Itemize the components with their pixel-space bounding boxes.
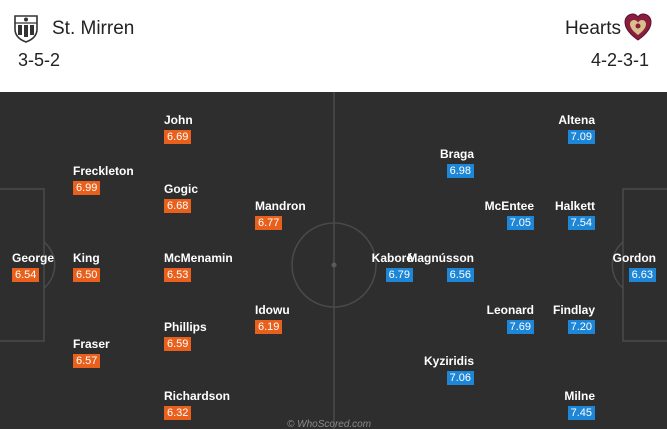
player-rating: 6.56 xyxy=(446,268,474,282)
player-rating: 6.32 xyxy=(164,406,192,420)
player-name: McEntee xyxy=(484,199,534,213)
player-rating: 6.68 xyxy=(164,199,192,213)
home-team-name[interactable]: St. Mirren xyxy=(52,18,135,39)
player-name: Phillips xyxy=(164,320,207,334)
player-milne[interactable]: Milne 7.45 xyxy=(505,389,595,421)
player-rating: 7.09 xyxy=(567,130,595,144)
player-findlay[interactable]: Findlay 7.20 xyxy=(505,303,595,335)
home-formation: 3-5-2 xyxy=(18,50,61,70)
pitch-markings xyxy=(0,92,667,429)
pitch: George 6.54 Freckleton 6.99 King 6.50 Fr… xyxy=(0,92,667,429)
player-rating: 7.05 xyxy=(506,216,534,230)
player-kyziridis[interactable]: Kyziridis 7.06 xyxy=(384,354,474,386)
player-name: Kaboré xyxy=(371,251,413,265)
player-name: Magnússon xyxy=(407,251,474,265)
player-name: Halkett xyxy=(554,199,595,213)
player-name: George xyxy=(12,251,55,265)
player-mcentee[interactable]: McEntee 7.05 xyxy=(444,199,534,231)
player-gogic[interactable]: Gogic 6.68 xyxy=(164,182,254,214)
player-mandron[interactable]: Mandron 6.77 xyxy=(255,199,345,231)
player-king[interactable]: King 6.50 xyxy=(73,251,163,283)
player-name: King xyxy=(73,251,100,265)
player-rating: 6.59 xyxy=(164,337,192,351)
player-name: Idowu xyxy=(255,303,290,317)
player-rating: 7.54 xyxy=(567,216,595,230)
player-john[interactable]: John 6.69 xyxy=(164,113,254,145)
player-name: Altena xyxy=(558,113,595,127)
st-mirren-crest-icon xyxy=(14,15,38,43)
player-magnusson[interactable]: Magnússon 6.56 xyxy=(384,251,474,283)
player-rating: 7.06 xyxy=(446,371,474,385)
player-idowu[interactable]: Idowu 6.19 xyxy=(255,303,345,335)
watermark: © WhoScored.com xyxy=(287,419,372,430)
player-name: Braga xyxy=(439,147,474,161)
player-rating: 6.98 xyxy=(446,164,474,178)
player-braga[interactable]: Braga 6.98 xyxy=(384,147,474,179)
player-fraser[interactable]: Fraser 6.57 xyxy=(73,337,163,369)
player-kabore[interactable]: Kaboré 6.79 xyxy=(323,251,413,283)
away-team-name[interactable]: Hearts xyxy=(565,18,621,39)
player-leonard[interactable]: Leonard 7.69 xyxy=(444,303,534,335)
player-rating: 7.20 xyxy=(567,320,595,334)
player-name: Freckleton xyxy=(73,164,134,178)
player-halkett[interactable]: Halkett 7.54 xyxy=(505,199,595,231)
player-rating: 7.69 xyxy=(506,320,534,334)
player-rating: 6.54 xyxy=(12,268,40,282)
player-name: McMenamin xyxy=(164,251,233,265)
player-rating: 6.19 xyxy=(255,320,283,334)
match-header: St. Mirren 3-5-2 Hearts 4-2-3-1 xyxy=(0,0,667,93)
player-name: Kyziridis xyxy=(423,354,474,368)
player-freckleton[interactable]: Freckleton 6.99 xyxy=(73,164,163,196)
player-mcmenamin[interactable]: McMenamin 6.53 xyxy=(164,251,254,283)
player-rating: 6.57 xyxy=(73,354,101,368)
player-name: Findlay xyxy=(552,303,595,317)
player-name: Leonard xyxy=(486,303,534,317)
player-name: Fraser xyxy=(73,337,110,351)
player-name: Milne xyxy=(564,389,595,403)
player-name: John xyxy=(164,113,193,127)
player-name: Gogic xyxy=(164,182,199,196)
player-name: Mandron xyxy=(255,199,306,213)
player-rating: 6.53 xyxy=(164,268,192,282)
player-rating: 6.99 xyxy=(73,181,101,195)
player-rating: 6.69 xyxy=(164,130,192,144)
player-phillips[interactable]: Phillips 6.59 xyxy=(164,320,254,352)
player-rating: 6.79 xyxy=(385,268,413,282)
player-gordon[interactable]: Gordon 6.63 xyxy=(566,251,656,283)
player-rating: 6.50 xyxy=(73,268,101,282)
player-rating: 6.63 xyxy=(628,268,656,282)
player-name: Gordon xyxy=(612,251,656,265)
player-richardson[interactable]: Richardson 6.32 xyxy=(164,389,254,421)
player-george[interactable]: George 6.54 xyxy=(12,251,102,283)
player-altena[interactable]: Altena 7.09 xyxy=(505,113,595,145)
hearts-crest-icon xyxy=(624,13,652,41)
player-rating: 7.45 xyxy=(567,406,595,420)
away-formation: 4-2-3-1 xyxy=(590,50,649,70)
player-rating: 6.77 xyxy=(255,216,283,230)
player-name: Richardson xyxy=(164,389,231,403)
